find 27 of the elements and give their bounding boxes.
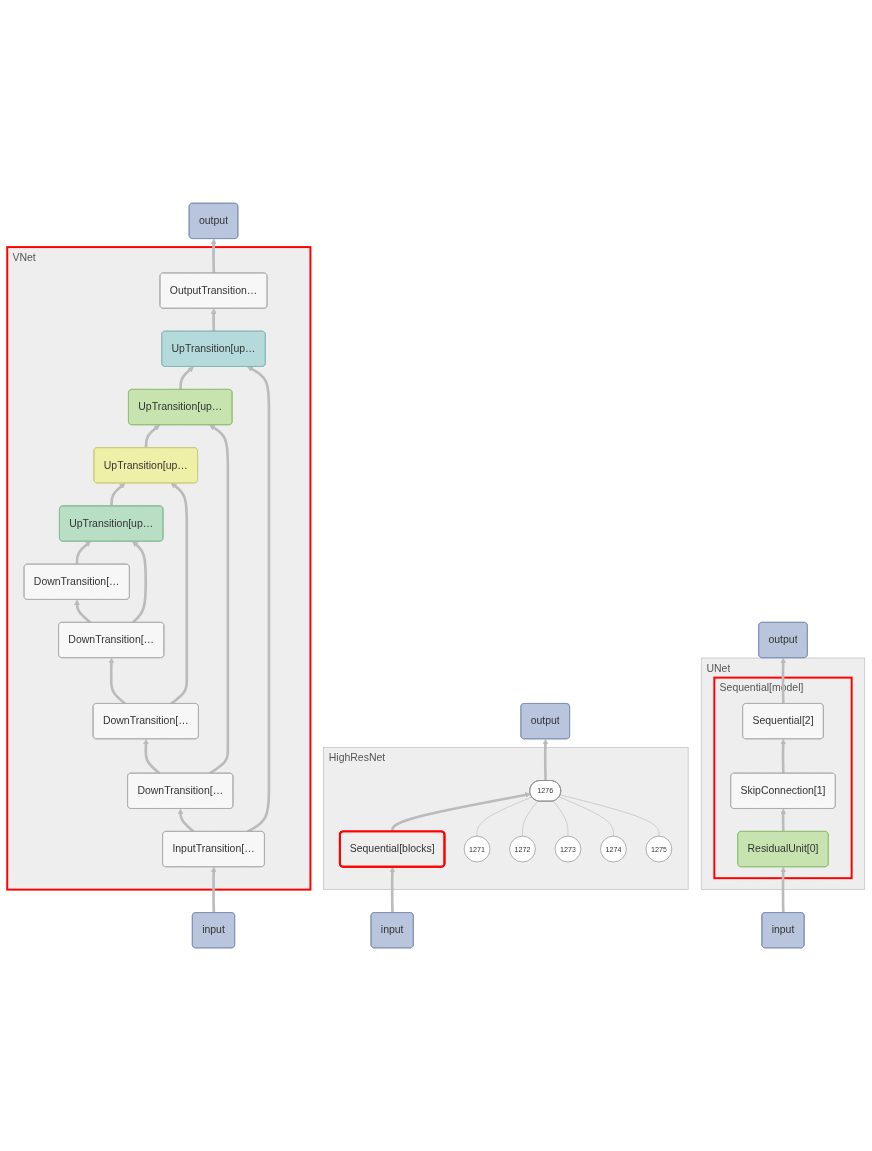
arrow xyxy=(391,792,531,832)
connector xyxy=(558,796,614,837)
arrow xyxy=(780,738,787,774)
arrow xyxy=(780,808,787,832)
arrow xyxy=(389,866,396,913)
arrow xyxy=(210,238,217,274)
connector xyxy=(560,794,660,837)
arrow xyxy=(780,657,787,704)
connector xyxy=(476,796,533,837)
arrow xyxy=(74,599,92,624)
arrow xyxy=(179,366,194,390)
connector xyxy=(553,800,569,837)
arrow xyxy=(170,483,189,705)
arrow xyxy=(542,738,549,781)
arrow xyxy=(131,541,148,624)
arrow xyxy=(75,541,91,565)
arrow xyxy=(210,308,217,332)
arrow xyxy=(177,808,195,833)
arrow xyxy=(110,483,126,507)
arrow xyxy=(208,424,230,775)
connector xyxy=(522,800,539,837)
arrow xyxy=(144,424,160,448)
arrow xyxy=(246,366,271,833)
arrow xyxy=(108,657,126,705)
arrow xyxy=(210,866,217,913)
arrow xyxy=(780,866,787,913)
arrow xyxy=(143,738,161,775)
